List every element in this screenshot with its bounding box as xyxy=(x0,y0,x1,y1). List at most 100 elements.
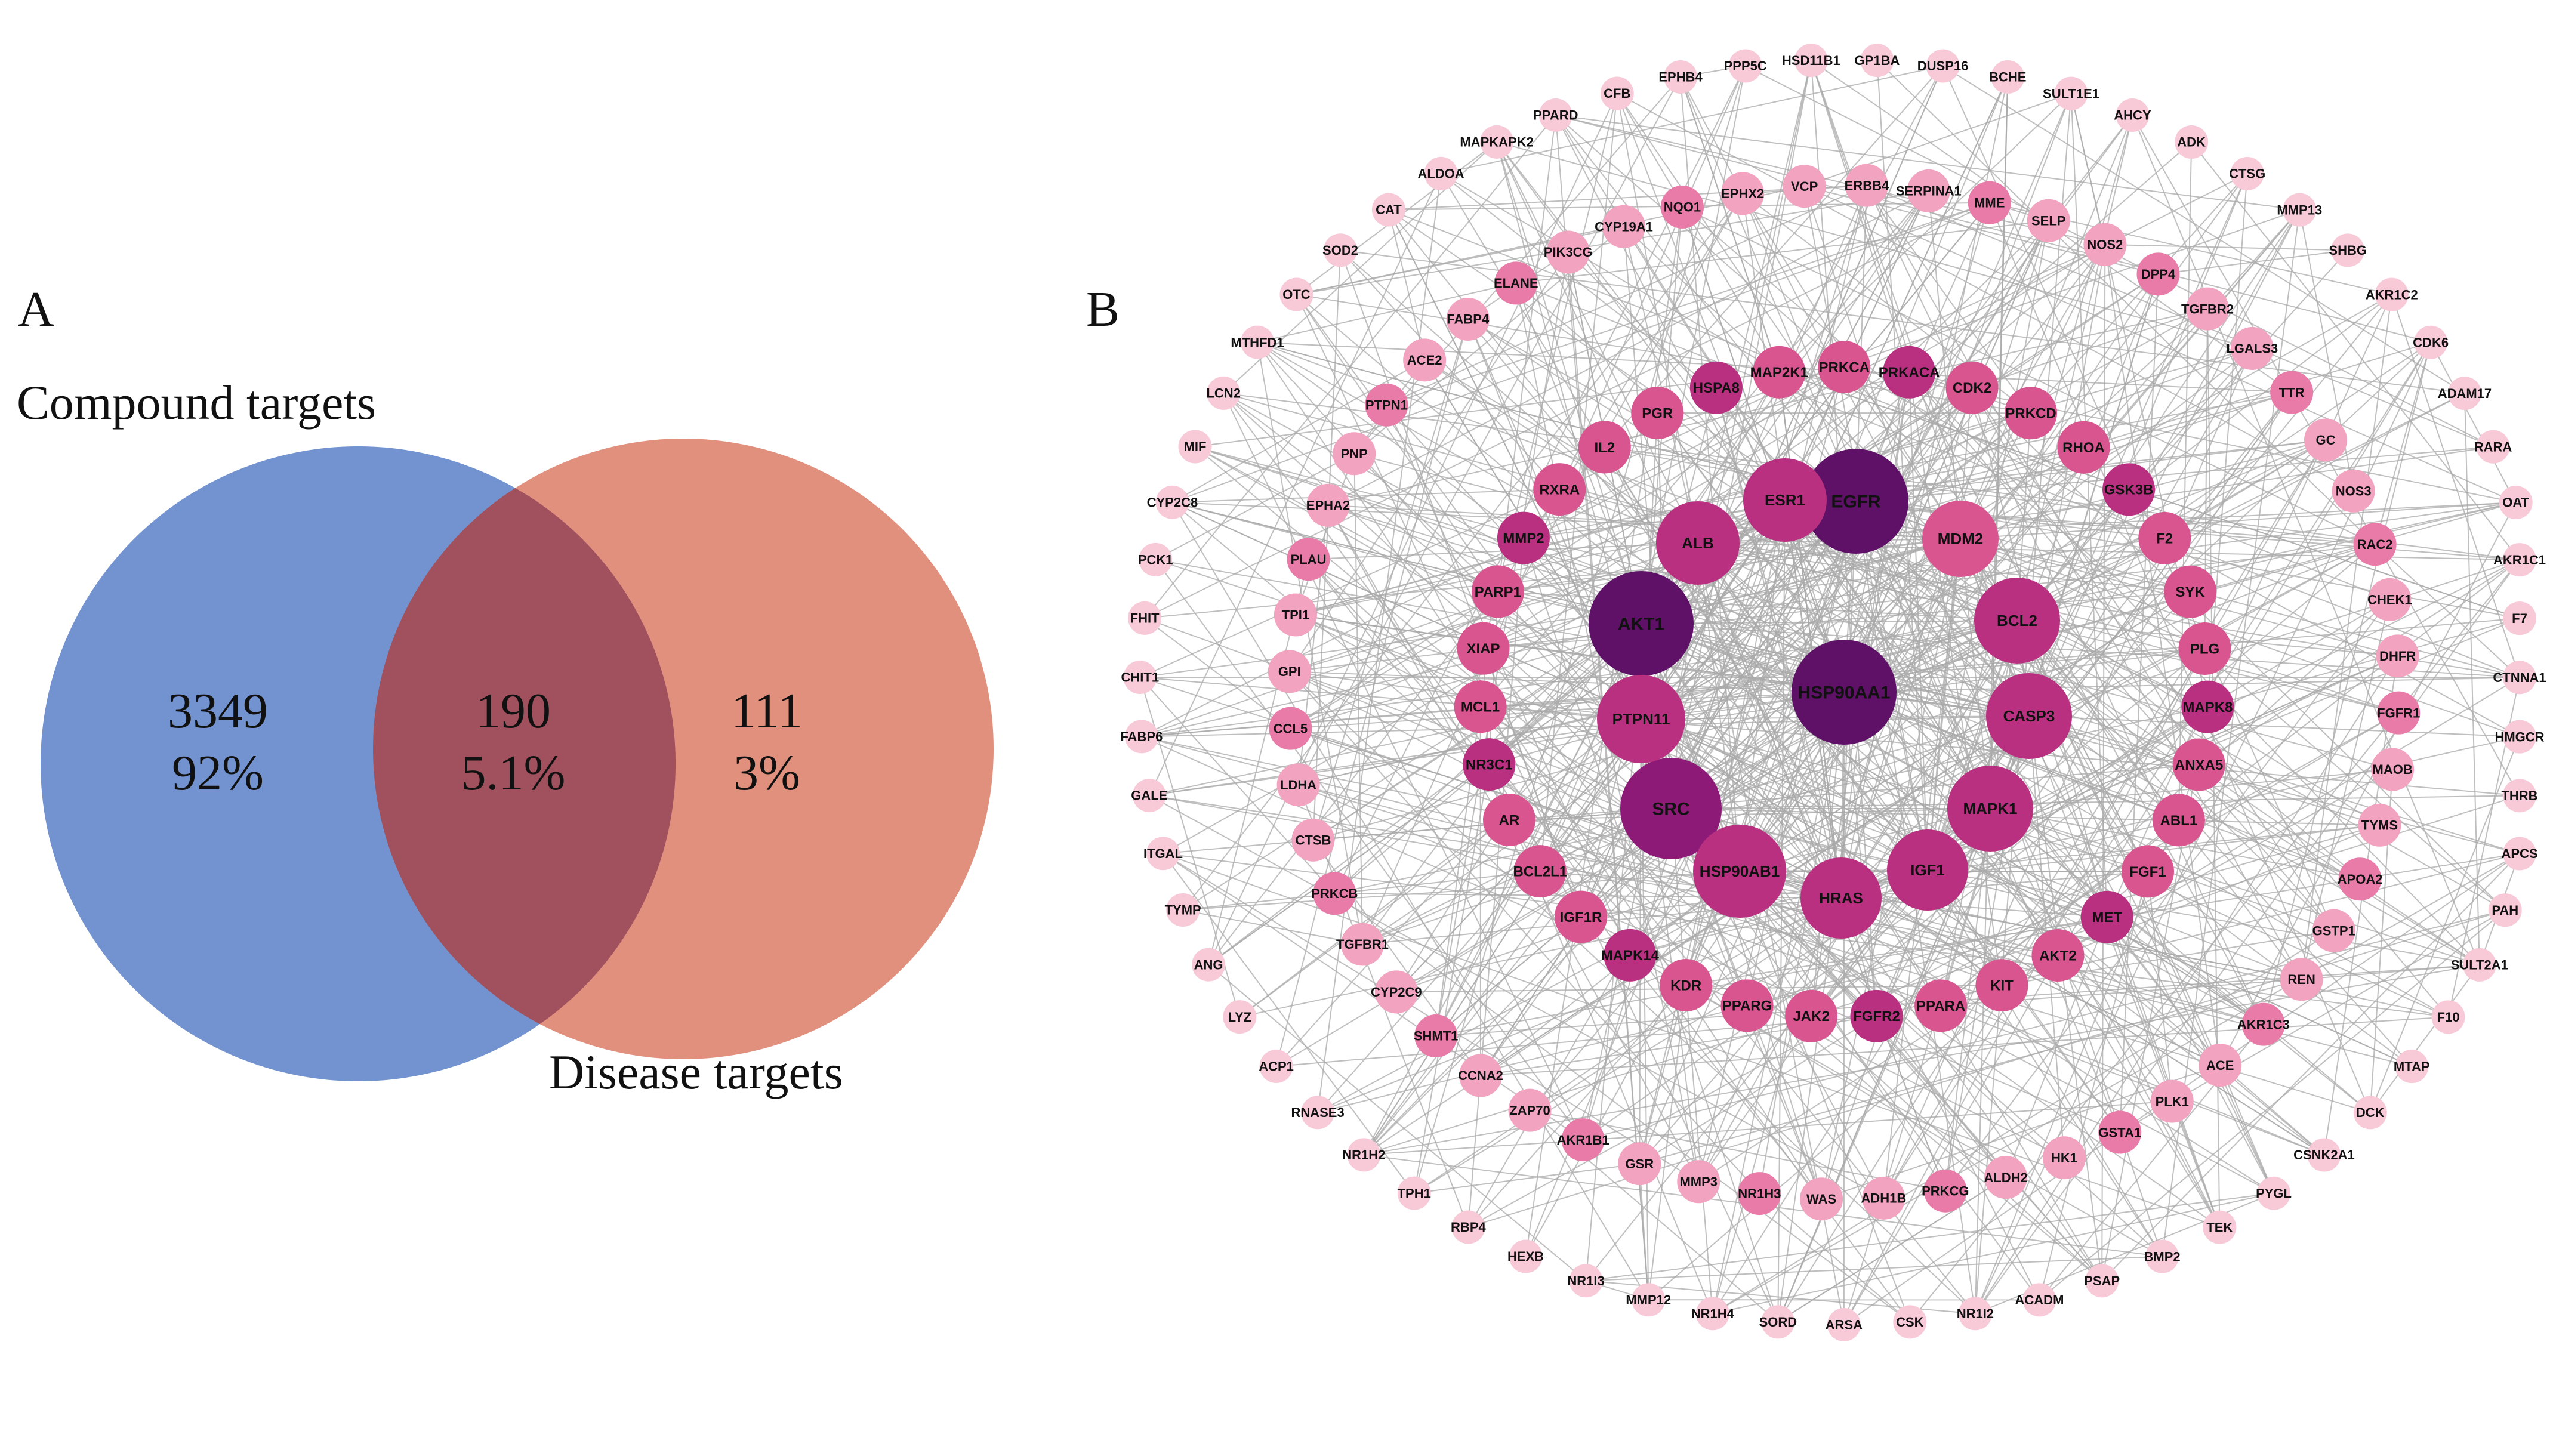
network-edge xyxy=(2369,964,2480,1113)
network-edge xyxy=(1257,282,1516,343)
node-label: PTPN11 xyxy=(1612,710,1670,728)
node-label: ADH1B xyxy=(1861,1191,1906,1206)
node-acadm: ACADM xyxy=(2015,1283,2064,1317)
network-edge xyxy=(1971,387,2335,931)
node-circle xyxy=(1538,98,1572,132)
node-plk1: PLK1 xyxy=(2150,1079,2194,1123)
node-rbp4: RBP4 xyxy=(1451,1210,1487,1244)
node-ccl5: CCL5 xyxy=(1269,707,1312,750)
network-edge xyxy=(1183,871,1540,911)
node-circle xyxy=(2395,1050,2429,1084)
node-circle xyxy=(1600,76,1634,110)
node-label: DHFR xyxy=(2379,649,2416,664)
node-parp1: PARP1 xyxy=(1471,565,1524,618)
network-edge xyxy=(1441,65,1943,174)
node-circle xyxy=(1660,958,1713,1011)
node-label: AKT1 xyxy=(1618,615,1664,634)
node-circle xyxy=(1561,1118,1605,1162)
node-label: HEXB xyxy=(1507,1249,1544,1264)
node-met: MET xyxy=(2080,890,2133,943)
node-gstp1: GSTP1 xyxy=(2312,909,2355,952)
node-circle xyxy=(2121,845,2174,898)
compound-targets-title: Compound targets xyxy=(17,375,377,430)
node-label: MTHFD1 xyxy=(1231,335,1284,350)
node-il2: IL2 xyxy=(1578,421,1631,474)
node-dhfr: DHFR xyxy=(2376,634,2419,678)
node-arsa: ARSA xyxy=(1826,1308,1863,1341)
node-label: ANXA5 xyxy=(2175,757,2223,773)
node-circle xyxy=(1291,818,1335,862)
node-label: FGFR2 xyxy=(1853,1008,1900,1025)
node-pygl: PYGL xyxy=(2256,1176,2292,1210)
node-circle xyxy=(2503,837,2536,871)
node-mif: MIF xyxy=(1178,430,1212,464)
node-bcl2l1: BCL2L1 xyxy=(1513,845,1567,898)
node-label: ITGAL xyxy=(1143,846,1183,861)
node-mmp12: MMP12 xyxy=(1626,1283,1671,1317)
node-pck1: PCK1 xyxy=(1138,542,1173,576)
network-edge xyxy=(2369,736,2520,1113)
node-nr3c1: NR3C1 xyxy=(1463,738,1516,791)
network-edge xyxy=(1840,209,2301,899)
node-circle xyxy=(1589,571,1694,676)
node-label: DCK xyxy=(2356,1105,2385,1120)
node-circle xyxy=(2476,430,2510,464)
node-label: PGR xyxy=(1642,405,1673,421)
network-edge xyxy=(1172,489,1560,503)
node-label: PYGL xyxy=(2256,1186,2292,1201)
node-f10: F10 xyxy=(2431,1000,2465,1034)
node-circle xyxy=(2283,193,2317,227)
node-gsr: GSR xyxy=(1618,1142,1661,1186)
node-circle xyxy=(2431,1000,2465,1034)
node-label: AKR1C1 xyxy=(2493,553,2546,567)
node-adk: ADK xyxy=(2175,125,2209,159)
node-circle xyxy=(2199,1044,2242,1087)
network-edge xyxy=(2083,341,2431,448)
node-circle xyxy=(1546,230,1590,274)
node-label: SOD2 xyxy=(1322,243,1358,258)
node-circle xyxy=(1459,1054,1502,1097)
node-mmp2: MMP2 xyxy=(1497,511,1550,564)
node-label: CDK2 xyxy=(1953,380,1991,396)
node-label: GSR xyxy=(1625,1156,1654,1171)
node-circle xyxy=(2462,948,2496,982)
node-ren: REN xyxy=(2280,958,2323,1001)
node-apoa2: APOA2 xyxy=(2338,857,2382,901)
node-label: NOS2 xyxy=(2087,237,2123,252)
network-edge xyxy=(1172,202,1990,503)
network-edge xyxy=(1239,718,1642,1017)
node-label: PLG xyxy=(2190,641,2219,657)
node-label: SHMT1 xyxy=(1414,1029,1459,1044)
network-edge xyxy=(1777,439,2326,1322)
node-label: AKR1B1 xyxy=(1557,1133,1609,1147)
node-label: EPHB4 xyxy=(1658,70,1703,85)
node-gale: GALE xyxy=(1131,779,1167,813)
node-label: GC xyxy=(2315,433,2335,448)
network-edge xyxy=(1908,372,2264,1025)
node-label: CHIT1 xyxy=(1121,670,1160,685)
node-label: CASP3 xyxy=(2003,707,2055,725)
node-cyp2c9: CYP2C9 xyxy=(1371,970,1422,1014)
network-edge xyxy=(1467,538,1524,1227)
node-ctsg: CTSG xyxy=(2229,156,2265,190)
network-edge xyxy=(1290,243,2105,729)
node-circle xyxy=(1569,1264,1603,1298)
node-label: CTNNA1 xyxy=(2493,670,2546,685)
node-circle xyxy=(1533,463,1586,516)
node-rara: RARA xyxy=(2474,430,2512,464)
node-otc: OTC xyxy=(1279,277,1313,311)
network-edge xyxy=(1208,964,1587,1282)
node-ttr: TTR xyxy=(2270,371,2314,414)
node-circle xyxy=(1259,1049,1293,1083)
node-label: HMGCR xyxy=(2495,729,2544,744)
node-label: DPP4 xyxy=(2141,267,2176,282)
node-f2: F2 xyxy=(2138,511,2191,564)
node-apcs: APCS xyxy=(2501,837,2538,871)
network-edge xyxy=(1883,348,2253,1199)
node-label: JAK2 xyxy=(1793,1008,1829,1025)
network-edge xyxy=(1290,727,2002,986)
node-label: LYZ xyxy=(1228,1010,1252,1025)
network-edge xyxy=(2101,853,2520,1282)
node-zap70: ZAP70 xyxy=(1508,1088,1552,1132)
